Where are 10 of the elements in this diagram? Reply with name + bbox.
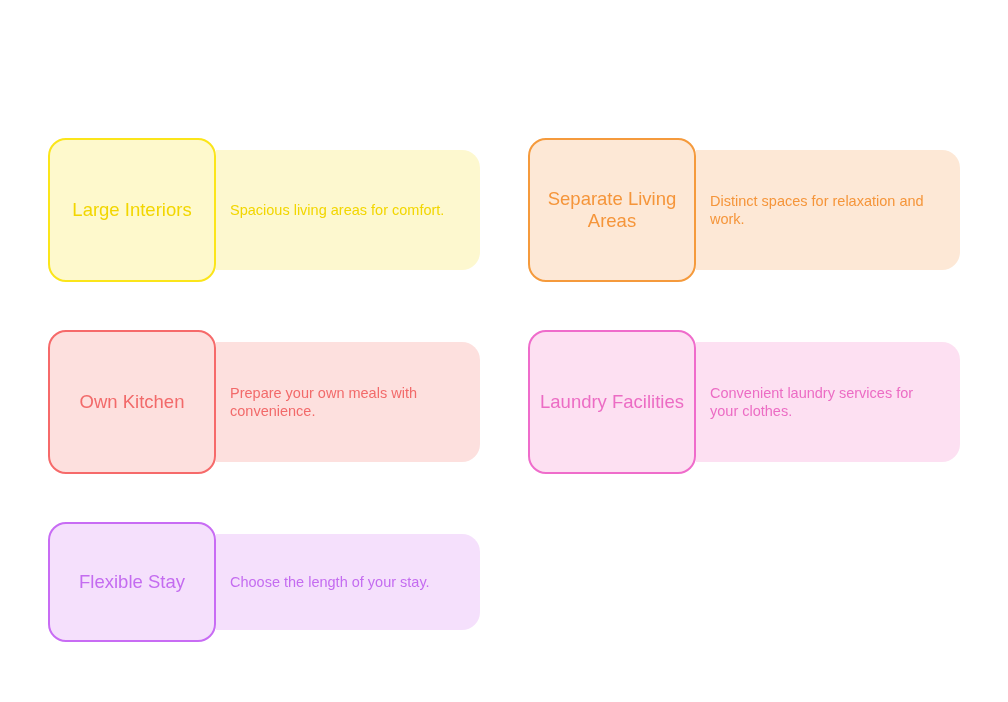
description-panel: Spacious living areas for comfort. (216, 150, 480, 270)
title-tile: Flexible Stay (48, 522, 216, 642)
description-panel: Prepare your own meals with convenience. (216, 342, 480, 462)
description-panel: Distinct spaces for relaxation and work. (696, 150, 960, 270)
title-tile: Own Kitchen (48, 330, 216, 474)
description-panel: Choose the length of your stay. (216, 534, 480, 630)
title-tile: Large Interiors (48, 138, 216, 282)
title-tile: Laundry Facilities (528, 330, 696, 474)
description-panel: Convenient laundry services for your clothes. (696, 342, 960, 462)
title-tile: Separate Living Areas (528, 138, 696, 282)
